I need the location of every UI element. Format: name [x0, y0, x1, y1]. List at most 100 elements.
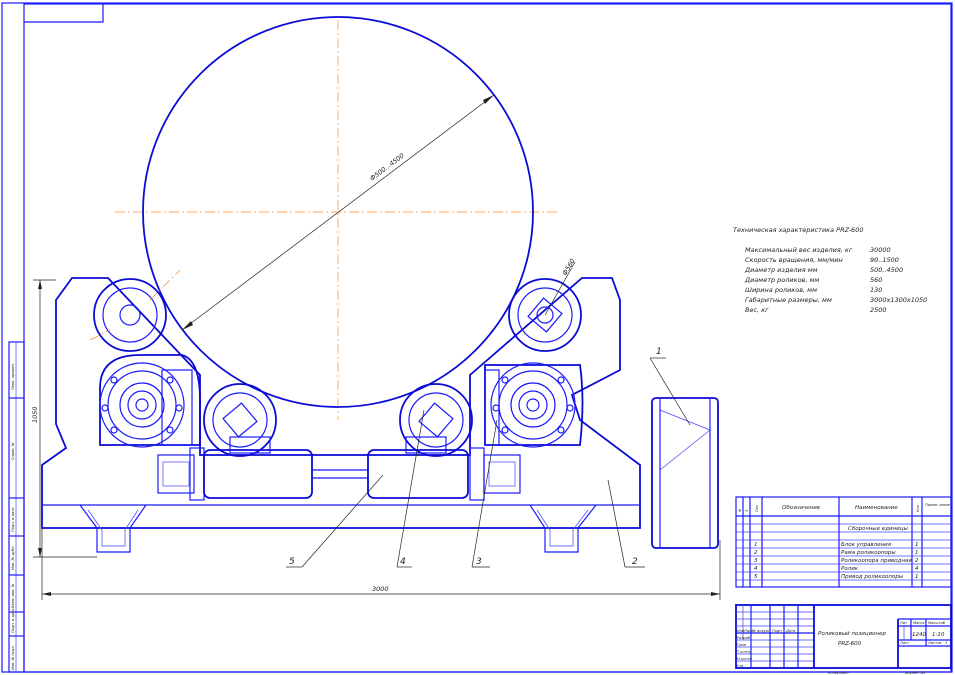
hdr-zone: З — [745, 509, 749, 512]
workpiece-circle — [142, 16, 534, 408]
roller-upper-right — [508, 278, 582, 352]
tb-row-approved: Утв — [737, 664, 743, 668]
control-unit — [651, 397, 719, 549]
height-label: 1050 — [31, 406, 39, 423]
section-title: Сборочные единицы — [848, 526, 908, 532]
stamp-5: Взам. инв. № — [11, 583, 15, 608]
length-label: 3000 — [372, 585, 389, 593]
item-5-pos: 5 — [754, 574, 758, 580]
spec-label-4: Ширина роликов, мм — [745, 286, 817, 294]
motor-right — [367, 449, 469, 499]
title-block: Изм Лист № докум. Подп Дата Разраб Пров … — [735, 604, 952, 675]
tb-sheets-count: 1 — [945, 641, 947, 645]
spec-block: Техническая характеристика PRZ-600 Макси… — [733, 226, 927, 314]
item-2-pos: 2 — [754, 550, 758, 556]
item-2-qty: 1 — [915, 550, 919, 556]
item-5-name: Привод роликоопоры — [841, 574, 904, 580]
spec-value-1: 90..1500 — [870, 256, 899, 264]
tb-col-list: Лист — [743, 629, 754, 633]
tb-sheets: Листов — [927, 641, 941, 645]
spec-value-4: 130 — [870, 286, 882, 294]
drive-assembly — [157, 447, 521, 501]
callout-1: 1 — [656, 347, 662, 357]
right-foot — [529, 504, 597, 553]
spec-value-0: 30000 — [870, 246, 891, 254]
roller-upper-left — [89, 269, 181, 352]
spec-value-2: 500..4500 — [870, 266, 903, 274]
item-1-pos: 1 — [754, 542, 758, 548]
tb-format: Формат А1 — [905, 671, 925, 675]
tb-name-line1: Роликовый позиционер — [818, 631, 886, 637]
height-dimension: 1050 — [31, 279, 97, 558]
spec-label-3: Диаметр роликов, мм — [744, 276, 819, 284]
workpiece-diameter-label: Ф500...4500 — [368, 152, 405, 183]
tb-name-line2: PRZ-600 — [838, 641, 862, 647]
callout-3: 3 — [476, 557, 482, 567]
left-foot — [79, 504, 147, 553]
tb-col-date: Дата — [785, 629, 795, 633]
hdr-name: Наименование — [855, 505, 898, 511]
roller-diameter-label: Ф560 — [561, 257, 577, 277]
callouts: 1 2 3 4 5 — [286, 347, 691, 568]
tb-col-izm: Изм — [737, 629, 745, 633]
tb-row-checker: Пров — [737, 643, 746, 647]
hdr-pos: Поз — [755, 505, 759, 512]
spec-title: Техническая характеристика PRZ-600 — [733, 226, 863, 234]
tb-col-doc: № докум. — [751, 629, 770, 633]
tb-row-ncontrol: Н.контр — [737, 657, 753, 661]
stamp-4: Инв. № дубл. — [11, 545, 15, 570]
stamp-1: Перв. примен. — [11, 363, 15, 390]
stamp-3: Подп. и дата — [11, 508, 15, 532]
item-3-name: Роликоопора приводная — [841, 558, 912, 564]
spec-label-5: Габаритные размеры, мм — [745, 296, 832, 304]
tb-sheet: Лист — [899, 641, 910, 645]
roller-lower-right — [399, 383, 473, 457]
spec-value-3: 560 — [870, 276, 882, 284]
hdr-qty: Кол — [916, 504, 920, 512]
spec-value-6: 2500 — [870, 306, 887, 314]
callout-2: 2 — [632, 557, 638, 567]
item-3-qty: 2 — [915, 558, 919, 564]
stamp-2: Справ. № — [11, 442, 15, 460]
item-1-name: Блок управления — [841, 542, 892, 548]
tb-scale-header: Масштаб — [928, 621, 946, 625]
tb-col-sign: Подп — [772, 629, 782, 633]
item-4-pos: 4 — [754, 566, 758, 572]
callout-5: 5 — [289, 557, 295, 567]
gearbox-right — [484, 362, 584, 448]
item-2-name: Рама роликоопоры — [841, 550, 896, 556]
motor-left — [203, 449, 313, 499]
tb-row-tcontrol: Т.контр — [737, 650, 752, 654]
tb-mass-header: Масса — [913, 621, 924, 625]
length-dimension: 3000 — [41, 528, 721, 600]
item-5-qty: 1 — [915, 574, 919, 580]
stamp-6: Подп. и дата — [11, 609, 15, 633]
tb-scale: 1:10 — [932, 632, 945, 638]
gearbox-left — [99, 354, 201, 448]
side-stamps: Перв. примен. Справ. № Подп. и дата Инв.… — [8, 341, 25, 673]
parts-list: Ф З Поз Обозначение Наименование Кол При… — [735, 496, 952, 588]
inner-frame — [23, 3, 952, 673]
spec-label-2: Диаметр изделия мм — [744, 266, 818, 274]
spec-label-0: Максимальный вес изделия, кг — [745, 246, 853, 254]
roller-frame — [41, 277, 641, 553]
stamp-7: Инв. № подл. — [11, 645, 15, 670]
item-4-qty: 4 — [915, 566, 919, 572]
hdr-note: Приме-чание — [925, 503, 951, 507]
hdr-format: Ф — [738, 509, 742, 512]
spec-label-6: Вес, кг — [745, 306, 769, 314]
spec-label-1: Скорость вращения, мм/мин — [745, 256, 843, 264]
item-4-name: Ролик — [841, 566, 859, 572]
tb-copied: Копировал — [828, 671, 849, 675]
spec-value-5: 3000х1300х1050 — [870, 296, 927, 304]
item-1-qty: 1 — [915, 542, 919, 548]
hdr-designation: Обозначение — [782, 505, 821, 511]
tb-lit-header: Лит — [899, 621, 908, 625]
item-3-pos: 3 — [754, 558, 758, 564]
tb-row-developer: Разраб — [737, 636, 751, 640]
roller-lower-left — [203, 383, 277, 457]
tb-mass: 1240 — [912, 632, 926, 638]
callout-4: 4 — [400, 557, 406, 567]
corner-stamp — [24, 4, 104, 23]
